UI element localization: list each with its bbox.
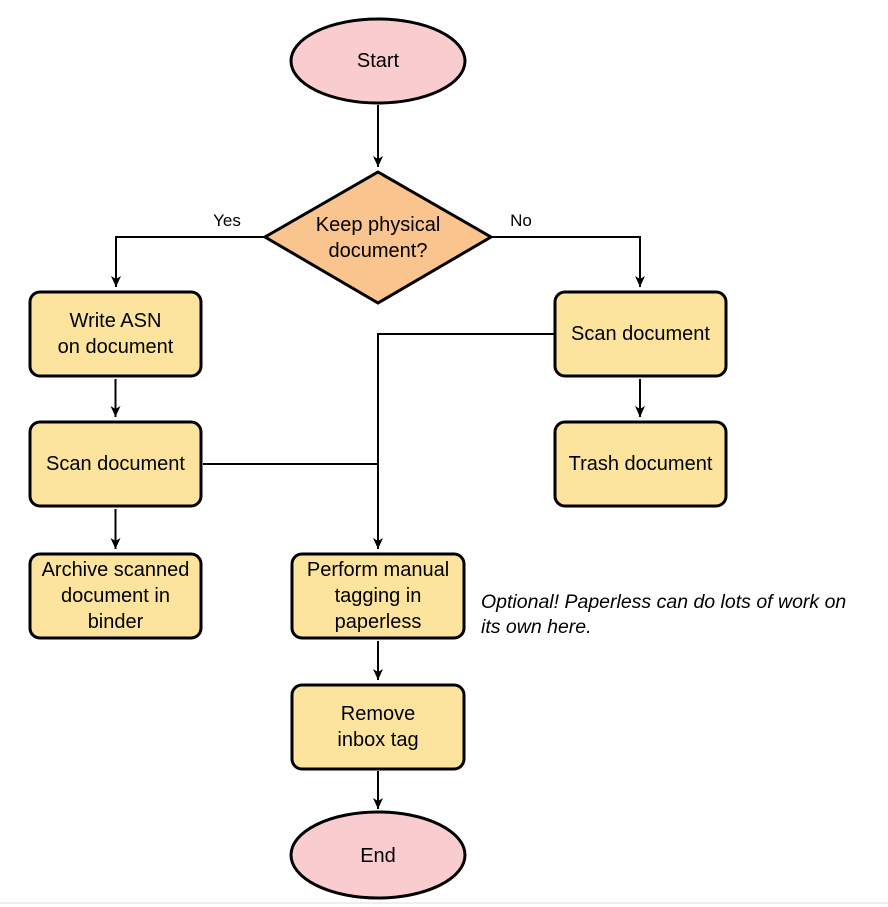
write-asn-shape bbox=[28, 290, 203, 378]
manual-tagging-shape bbox=[290, 552, 466, 640]
bottom-divider bbox=[0, 902, 888, 904]
scan-document-left-shape bbox=[28, 420, 203, 508]
decision-shape bbox=[262, 170, 494, 305]
edge-decision-no-to-scan-right bbox=[492, 236, 645, 287]
edge-decision-yes-to-write-asn bbox=[111, 236, 264, 287]
trash-document-shape bbox=[553, 420, 728, 508]
archive-binder-shape bbox=[28, 552, 203, 640]
start-shape bbox=[289, 17, 467, 105]
end-shape bbox=[289, 810, 467, 900]
remove-inbox-tag-shape bbox=[290, 683, 466, 771]
scan-document-right-shape bbox=[553, 290, 728, 378]
edge-scan-right-to-tagging bbox=[373, 333, 554, 549]
